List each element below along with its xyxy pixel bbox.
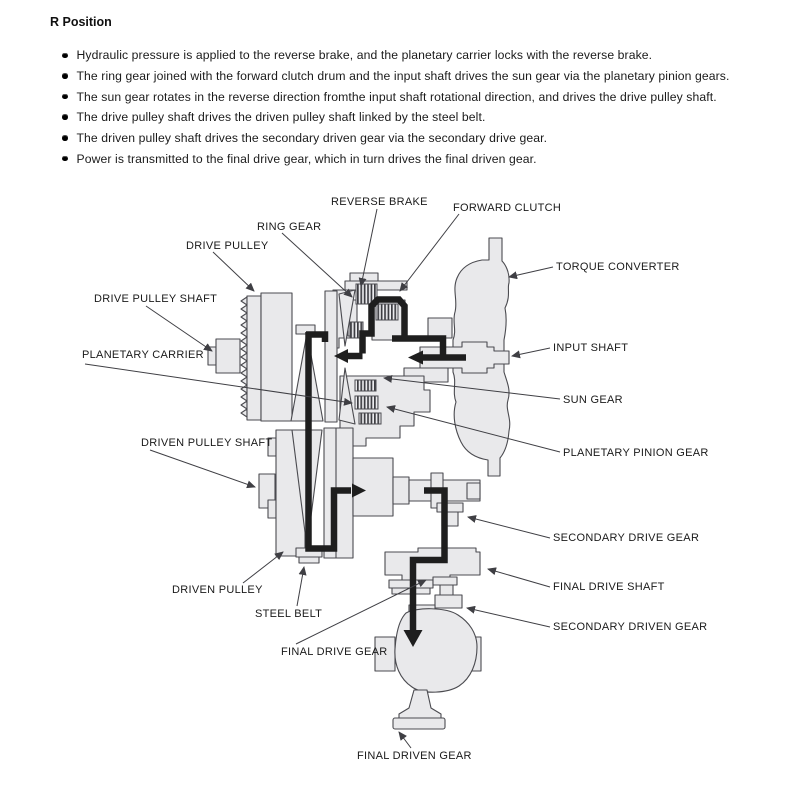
leader-steel-belt (296, 566, 307, 607)
list-item: Power is transmitted to the final drive … (62, 148, 730, 169)
label-drive-pulley: DRIVE PULLEY (186, 240, 269, 252)
leader-drive-pulley-shaft (145, 305, 213, 352)
label-planetary-pinion-gear: PLANETARY PINION GEAR (563, 447, 709, 459)
leader-sun-gear (383, 374, 561, 400)
bullet-icon (62, 114, 68, 120)
leader-driven-pulley (242, 551, 284, 584)
bullet-list: Hydraulic pressure is applied to the rev… (62, 45, 730, 169)
leader-input-shaft (511, 347, 551, 359)
power-flow-path (305, 296, 466, 647)
leader-torque-converter (508, 266, 554, 280)
leader-driven-pulley-shaft (149, 449, 256, 489)
sun-gear-teeth (354, 379, 377, 392)
leader-planetary-carrier (84, 363, 353, 406)
drive-pulley-shape (207, 289, 356, 425)
bullet-text: Power is transmitted to the final drive … (76, 151, 537, 166)
bullet-icon (62, 135, 68, 141)
bullet-text: Hydraulic pressure is applied to the rev… (76, 48, 653, 63)
secondary-drive-gear-shape (436, 502, 464, 513)
leader-planetary-pinion-gear (386, 405, 561, 453)
clutch-assembly-shape (332, 272, 453, 349)
bullet-text: The driven pulley shaft drives the secon… (76, 130, 548, 145)
leader-reverse-brake (358, 208, 378, 287)
label-secondary-driven-gear: SECONDARY DRIVEN GEAR (553, 621, 708, 633)
label-forward-clutch: FORWARD CLUTCH (453, 202, 562, 214)
leader-final-drive-gear (295, 579, 427, 645)
planetary-pinion-teeth (354, 395, 379, 410)
leader-secondary-driven-gear (466, 605, 551, 628)
leader-forward-clutch (399, 213, 460, 292)
list-item: Hydraulic pressure is applied to the rev… (62, 45, 730, 66)
forward-clutch-plates (375, 303, 399, 321)
leader-ring-gear (281, 232, 353, 298)
bullet-icon (62, 52, 68, 59)
label-final-drive-shaft: FINAL DRIVE SHAFT (553, 581, 665, 593)
bullet-text: The sun gear rotates in the reverse dire… (76, 89, 717, 104)
flow-arrow-right-icon (352, 483, 366, 498)
leader-secondary-drive-gear (467, 515, 551, 539)
label-final-drive-gear: FINAL DRIVE GEAR (281, 646, 388, 658)
flow-arrow-down-icon (403, 630, 423, 647)
bullet-icon (62, 73, 68, 79)
label-secondary-drive-gear: SECONDARY DRIVE GEAR (553, 532, 700, 544)
leader-drive-pulley (212, 251, 255, 292)
parking-gear-teeth (240, 296, 248, 418)
label-steel-belt: STEEL BELT (255, 608, 323, 620)
list-item: The driven pulley shaft drives the secon… (62, 128, 730, 149)
secondary-driven-gear-shape (432, 576, 458, 586)
list-item: The ring gear joined with the forward cl… (62, 66, 730, 87)
final-drive-shape (374, 547, 482, 730)
planetary-gearset-shape (339, 367, 449, 447)
final-driven-gear-shape (392, 717, 446, 730)
list-item: The drive pulley shaft drives the driven… (62, 107, 730, 128)
label-planetary-carrier: PLANETARY CARRIER (82, 349, 204, 361)
label-driven-pulley-shaft: DRIVEN PULLEY SHAFT (141, 437, 273, 449)
flow-arrow-left-icon (334, 349, 348, 363)
leader-final-drive-shaft (487, 567, 551, 588)
label-driven-pulley: DRIVEN PULLEY (172, 584, 263, 596)
page-title: R Position (50, 15, 112, 29)
label-final-driven-gear: FINAL DRIVEN GEAR (357, 750, 472, 762)
leader-final-driven-gear (398, 731, 412, 749)
list-item: The sun gear rotates in the reverse dire… (62, 86, 730, 107)
bullet-icon (62, 93, 68, 100)
label-input-shaft: INPUT SHAFT (553, 342, 629, 354)
differential-shape (394, 608, 478, 693)
bullet-icon (62, 155, 68, 162)
label-torque-converter: TORQUE CONVERTER (556, 261, 680, 273)
label-ring-gear: RING GEAR (257, 221, 322, 233)
bullet-text: The drive pulley shaft drives the driven… (76, 110, 486, 125)
bullet-text: The ring gear joined with the forward cl… (76, 68, 730, 83)
flow-arrow-left-icon (408, 350, 423, 365)
label-sun-gear: SUN GEAR (563, 394, 623, 406)
label-reverse-brake: REVERSE BRAKE (331, 196, 428, 208)
leader-lines (84, 208, 561, 749)
label-drive-pulley-shaft: DRIVE PULLEY SHAFT (94, 293, 218, 305)
